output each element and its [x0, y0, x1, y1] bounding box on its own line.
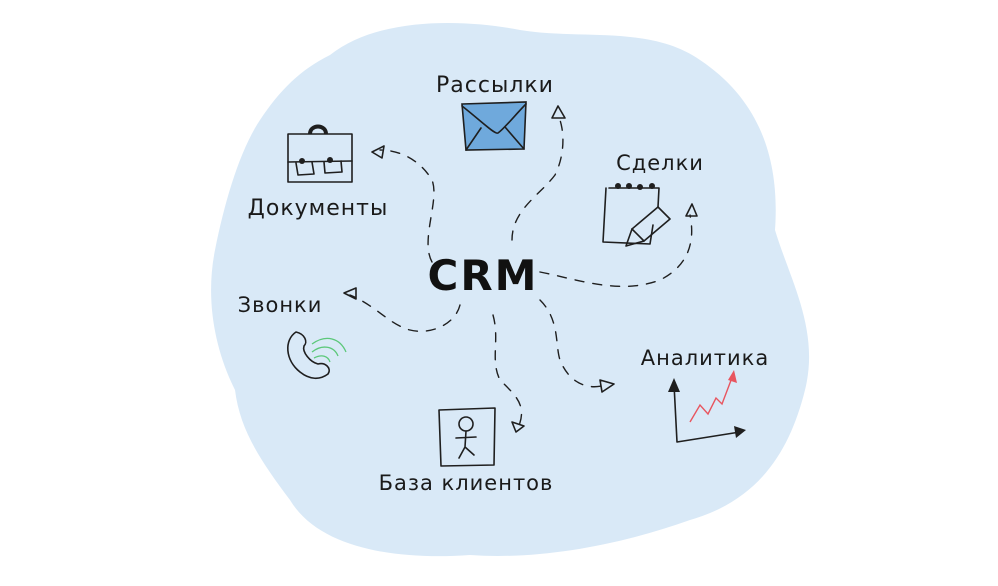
- envelope-icon: [461, 101, 527, 151]
- node-label-documents: Документы: [248, 196, 389, 221]
- arrowhead-clients: [511, 421, 525, 433]
- growth-chart-icon: [668, 370, 746, 443]
- node-label-clients: База клиентов: [379, 471, 554, 495]
- node-mailings: Рассылки: [436, 73, 554, 151]
- person-card-icon: [438, 407, 496, 467]
- briefcase-icon: [287, 124, 353, 183]
- connectors: [349, 114, 693, 429]
- arrowheads: [343, 105, 698, 433]
- connector-clients: [492, 314, 523, 429]
- center-label: CRM: [428, 251, 539, 300]
- notepad-pencil-icon: [602, 183, 671, 247]
- arrowhead-analytics: [599, 379, 615, 393]
- node-analytics: Аналитика: [641, 346, 769, 443]
- node-clients: База клиентов: [379, 407, 554, 495]
- node-label-analytics: Аналитика: [641, 346, 769, 370]
- arrowhead-mailings: [551, 105, 566, 119]
- node-documents: Документы: [248, 124, 389, 221]
- node-label-mailings: Рассылки: [436, 73, 554, 98]
- cloud-background: [211, 22, 810, 557]
- connector-documents: [379, 149, 435, 263]
- connector-calls: [349, 294, 461, 332]
- node-label-deals: Сделки: [616, 151, 704, 175]
- arrowhead-calls: [343, 287, 357, 300]
- node-deals: Сделки: [602, 151, 704, 247]
- connector-mailings: [511, 114, 564, 241]
- node-label-calls: Звонки: [238, 293, 323, 317]
- phone-icon: [287, 331, 347, 380]
- arrowhead-documents: [371, 145, 385, 159]
- arrowhead-deals: [685, 203, 698, 217]
- connector-analytics: [539, 299, 606, 388]
- node-calls: Звонки: [238, 293, 347, 380]
